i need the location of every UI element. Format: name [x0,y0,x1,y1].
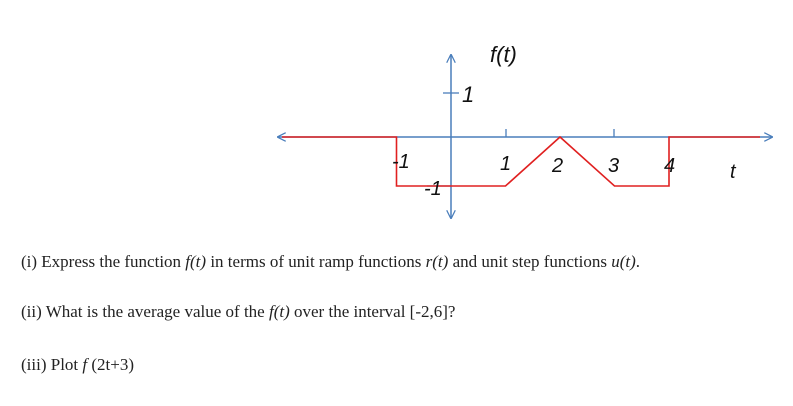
function-label: f(t) [490,42,517,67]
q3-prefix: (iii) Plot [21,355,83,374]
t-tick-label-4: 4 [664,155,675,177]
y-tick-label-1: 1 [462,82,474,107]
q3-end: (2t+3) [87,355,135,374]
y-tick-label-minus-1: -1 [424,178,442,200]
q1-mid2: and unit step functions [448,252,612,271]
t-tick-label-1: 1 [500,153,511,175]
q2-end: over the interval [-2,6]? [289,302,456,321]
q2-f: f(t) [268,302,290,321]
q1-prefix: (i) Express the function [21,252,186,271]
q1-f: f(t) [185,252,207,271]
t-tick-label-3: 3 [608,155,619,177]
q1-r: r(t) [425,252,449,271]
q1-end: . [635,252,641,271]
t-axis-label: t [730,161,737,183]
q1-mid1: in terms of unit ramp functions [206,252,426,271]
q1-u: u(t) [611,252,636,271]
q2-prefix: (ii) What is the average value of the [21,302,269,321]
question-1: (i) Express the function f(t) in terms o… [21,252,640,272]
question-3: (iii) Plot f (2t+3) [21,355,134,375]
t-tick-label-2: 2 [551,155,563,177]
q3-f: f [82,355,88,374]
t-tick-label-minus-1: -1 [392,151,410,173]
question-2: (ii) What is the average value of the f(… [21,302,455,322]
waveform-line [282,135,760,187]
